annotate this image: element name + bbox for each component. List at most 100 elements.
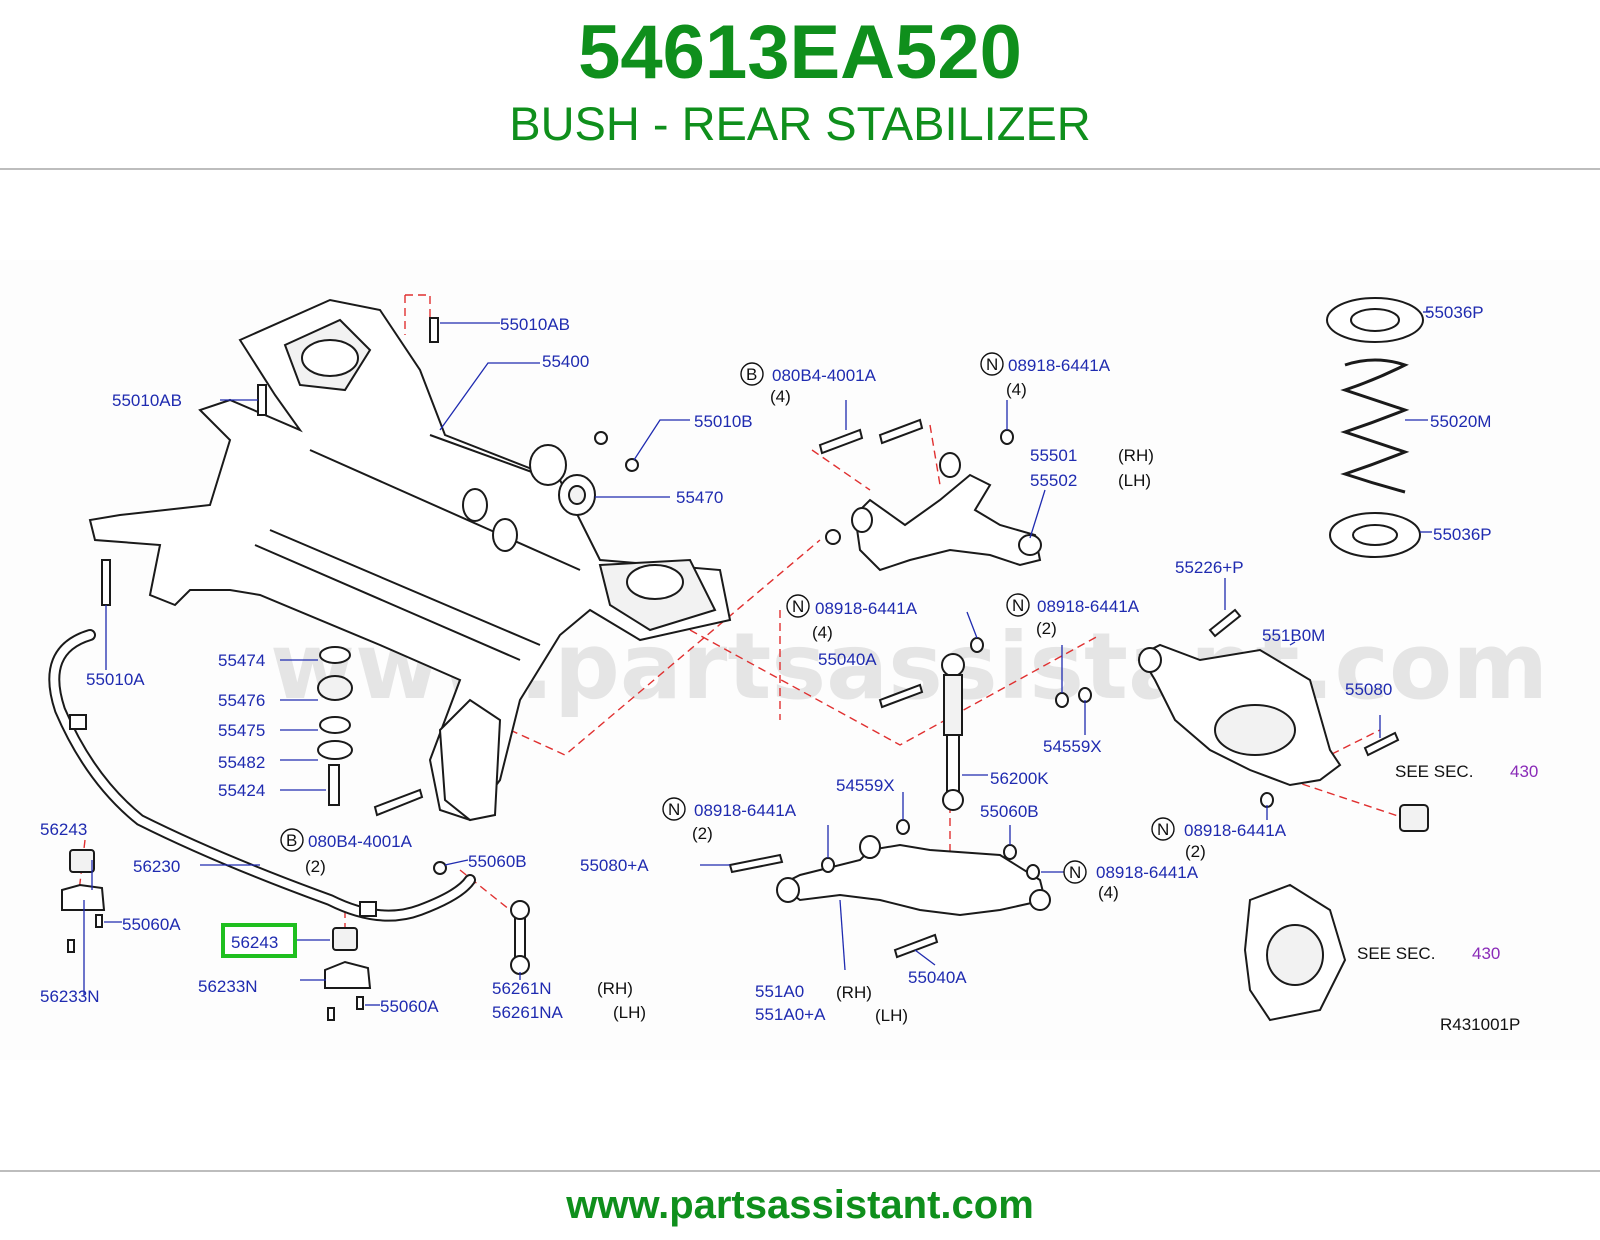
qty-08918-lower-right: (4) — [1098, 883, 1119, 902]
label-56200K: 56200K — [990, 769, 1049, 788]
label-08918-mid-left: 08918-6441A — [815, 599, 918, 618]
qual-rh-55501: (RH) — [1118, 446, 1154, 465]
label-55040A-bottom: 55040A — [908, 968, 967, 987]
bolt-55010A — [101, 559, 111, 606]
bolt-55040A-top — [878, 683, 924, 709]
upper-arm-balljoint — [1018, 534, 1042, 556]
bolt-55226P — [1208, 608, 1242, 638]
dash-upper-arm — [811, 424, 941, 491]
rear-arm-bush-inner — [1138, 647, 1162, 673]
label-551A0A: 551A0+A — [755, 1005, 826, 1024]
shock-absorber-56200K — [878, 637, 984, 811]
lead-551A0 — [839, 899, 846, 971]
coil-spring-55020M — [1340, 358, 1410, 494]
label-08918-lower-right: 08918-6441A — [1096, 863, 1199, 882]
lower-arm-551A0 — [728, 819, 1051, 959]
part-number: 54613EA520 — [578, 10, 1022, 95]
label-55036P-top: 55036P — [1425, 303, 1484, 322]
label-55482: 55482 — [218, 753, 265, 772]
symbol-n-mid-text: N — [1012, 596, 1024, 615]
subframe-bushings — [529, 444, 596, 516]
label-55474: 55474 — [218, 651, 265, 670]
bolt-55060A-left — [95, 914, 103, 928]
symbol-b-top — [740, 362, 764, 386]
stabilizer-bushes — [61, 849, 372, 1021]
label-55060A-left: 55060A — [122, 915, 181, 934]
qual-lh-551A0A: (LH) — [875, 1006, 908, 1025]
coil-spring-assembly — [1326, 297, 1424, 558]
link-joint-bottom — [510, 955, 530, 975]
qty-08918-mid-left: (4) — [812, 623, 833, 642]
subframe-ribs — [254, 434, 581, 661]
diagram-code: R431001P — [1440, 1015, 1520, 1034]
label-55010A: 55010A — [86, 670, 145, 689]
rear-knuckle — [1243, 883, 1347, 1022]
nut-08918-lower-left — [821, 857, 835, 873]
symbol-b-bottom-text: B — [286, 831, 297, 850]
label-55020M: 55020M — [1430, 412, 1491, 431]
parts-diagram: www.partsassistant.com — [0, 260, 1600, 1060]
callout-labels: 55010AB 55400 55010AB 55010B 55470 55010… — [40, 303, 1538, 1034]
symbol-n-lower-left — [662, 797, 686, 821]
label-08918-top: 08918-6441A — [1008, 356, 1111, 375]
label-56261NA: 56261NA — [492, 1003, 564, 1022]
label-55470: 55470 — [676, 488, 723, 507]
label-55060B: 55060B — [980, 802, 1039, 821]
subframe-body — [88, 298, 732, 822]
bush-56243-highlighted — [332, 927, 358, 951]
qty-080B4-top: (4) — [770, 387, 791, 406]
lead-55060B-left — [444, 859, 469, 866]
subframe-mount-hole-right — [626, 564, 684, 600]
rear-lower-arm-551B0M — [1055, 608, 1429, 832]
label-55010AB-top: 55010AB — [500, 315, 570, 334]
washer-55482 — [317, 740, 353, 760]
label-551A0: 551A0 — [755, 982, 804, 1001]
label-55400: 55400 — [542, 352, 589, 371]
nut-08918-shock — [970, 637, 984, 653]
label-55080A: 55080+A — [580, 856, 649, 875]
label-551B0M: 551B0M — [1262, 626, 1325, 645]
qty-08918-mid: (2) — [1036, 619, 1057, 638]
qty-080B4-bottom: (2) — [305, 857, 326, 876]
footer-url[interactable]: www.partsassistant.com — [566, 1183, 1034, 1227]
bolt-080B4-top-b — [878, 418, 924, 445]
footer-divider — [0, 1170, 1600, 1172]
symbol-n-lower-right — [1063, 860, 1087, 884]
label-55040A-top: 55040A — [818, 650, 877, 669]
lead-55040A-bottom — [914, 949, 936, 966]
symbol-n-top — [980, 352, 1004, 376]
label-08918-right: 08918-6441A — [1184, 821, 1287, 840]
see-sec-number-1: 430 — [1510, 762, 1538, 781]
lead-55501 — [1029, 489, 1046, 539]
rear-subframe — [88, 298, 732, 822]
see-sec-text-2: SEE SEC. — [1357, 944, 1435, 963]
lead-55400 — [439, 362, 540, 431]
dash-arm-link — [509, 539, 821, 756]
bolt-080B4-bottom — [373, 788, 424, 817]
bush-sec-430 — [1399, 804, 1429, 832]
symbol-n-top-text: N — [986, 355, 998, 374]
shock-bottom-eye — [942, 789, 964, 811]
symbol-b-bottom — [280, 828, 304, 852]
qty-08918-lower-left: (2) — [692, 824, 713, 843]
qual-rh-551A0: (RH) — [836, 983, 872, 1002]
dash-rear-arm — [1289, 729, 1411, 821]
label-55010B: 55010B — [694, 412, 753, 431]
label-55502: 55502 — [1030, 471, 1077, 490]
bush-56243-left — [69, 849, 95, 873]
subframe-hole-1 — [462, 488, 488, 522]
qty-08918-right: (2) — [1185, 842, 1206, 861]
stabilizer-bar-fill — [50, 631, 474, 920]
label-56243-highlighted: 56243 — [231, 933, 278, 952]
link-joint-top — [510, 900, 530, 920]
label-56243-top: 56243 — [40, 820, 87, 839]
spring-seat-bottom-inner — [1352, 524, 1398, 546]
label-56233N-left: 56233N — [40, 987, 100, 1006]
knuckle-hub-bore — [1266, 924, 1324, 986]
label-55424: 55424 — [218, 781, 265, 800]
header: 54613EA520 BUSH - REAR STABILIZER — [0, 0, 1600, 172]
nut-55010B-a — [594, 431, 608, 445]
lead-551B0M — [1289, 641, 1296, 646]
symbol-n-mid — [1006, 593, 1030, 617]
lead-mount-stack — [280, 659, 326, 791]
